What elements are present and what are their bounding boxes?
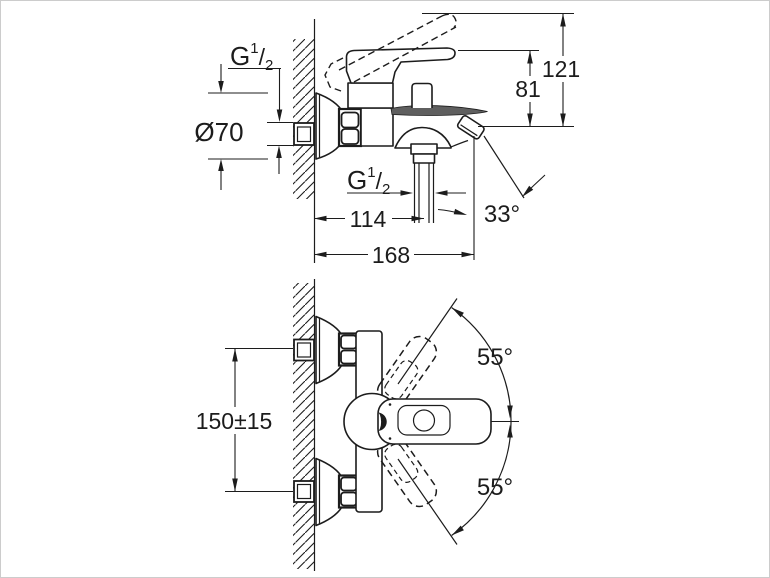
aerator-tip — [456, 114, 485, 140]
spout-top-plate — [390, 105, 488, 116]
dim-label-thread-outlet: G1/2 — [347, 164, 390, 198]
dim-label-swing-lower-55: 55° — [477, 474, 513, 501]
lever-handle-plan — [377, 398, 492, 445]
wall-section-plan — [293, 279, 316, 571]
inlet-upper — [293, 315, 360, 385]
dim-label-81: 81 — [515, 76, 541, 102]
faucet-body-side — [360, 107, 394, 147]
dim-heights — [422, 12, 582, 128]
handle-index-mark — [377, 412, 387, 431]
wall-hatching-side — [293, 39, 314, 199]
union-nut-side — [337, 107, 363, 148]
supply-fitting-side — [293, 122, 315, 146]
supply-fitting-lower — [293, 480, 315, 503]
dim-114 — [314, 206, 424, 231]
plan-view: 55° 55° 150±15 — [194, 279, 519, 571]
lever-handle-raised-ghost — [324, 13, 457, 92]
dim-inlet-spacing — [194, 347, 293, 493]
dim-label-114: 114 — [350, 206, 387, 232]
wall-hatching-plan — [293, 283, 314, 569]
lever-handle-side — [345, 47, 456, 84]
dim-label-thread-wall: G1/2 — [230, 40, 273, 74]
dim-handle-swing — [397, 298, 519, 545]
side-view: G1/2 Ø70 G1/2 114 168 — [194, 12, 582, 268]
spout-underside — [394, 126, 469, 149]
dim-label-168: 168 — [372, 242, 410, 268]
dim-label-angle-33: 33° — [484, 201, 520, 228]
shower-outlet-tube — [410, 143, 438, 223]
dim-label-diameter-70: Ø70 — [194, 117, 243, 147]
shower-outlet-dome — [394, 126, 452, 149]
dim-label-121: 121 — [542, 56, 580, 82]
inlet-lower — [293, 457, 360, 527]
handle-hole — [412, 409, 436, 432]
supply-fitting-upper — [293, 338, 315, 362]
dim-168 — [314, 136, 475, 267]
cartridge-housing-side — [347, 82, 394, 109]
dim-wall-thread — [228, 67, 293, 174]
escutcheon-side — [315, 92, 345, 160]
dim-escutcheon-diameter — [208, 64, 268, 190]
dim-label-spacing-150: 150±15 — [196, 408, 273, 434]
dim-outlet-thread — [347, 190, 466, 196]
dim-label-swing-upper-55: 55° — [477, 344, 513, 371]
dim-aerator-angle — [437, 135, 546, 215]
diverter-knob — [411, 82, 433, 108]
